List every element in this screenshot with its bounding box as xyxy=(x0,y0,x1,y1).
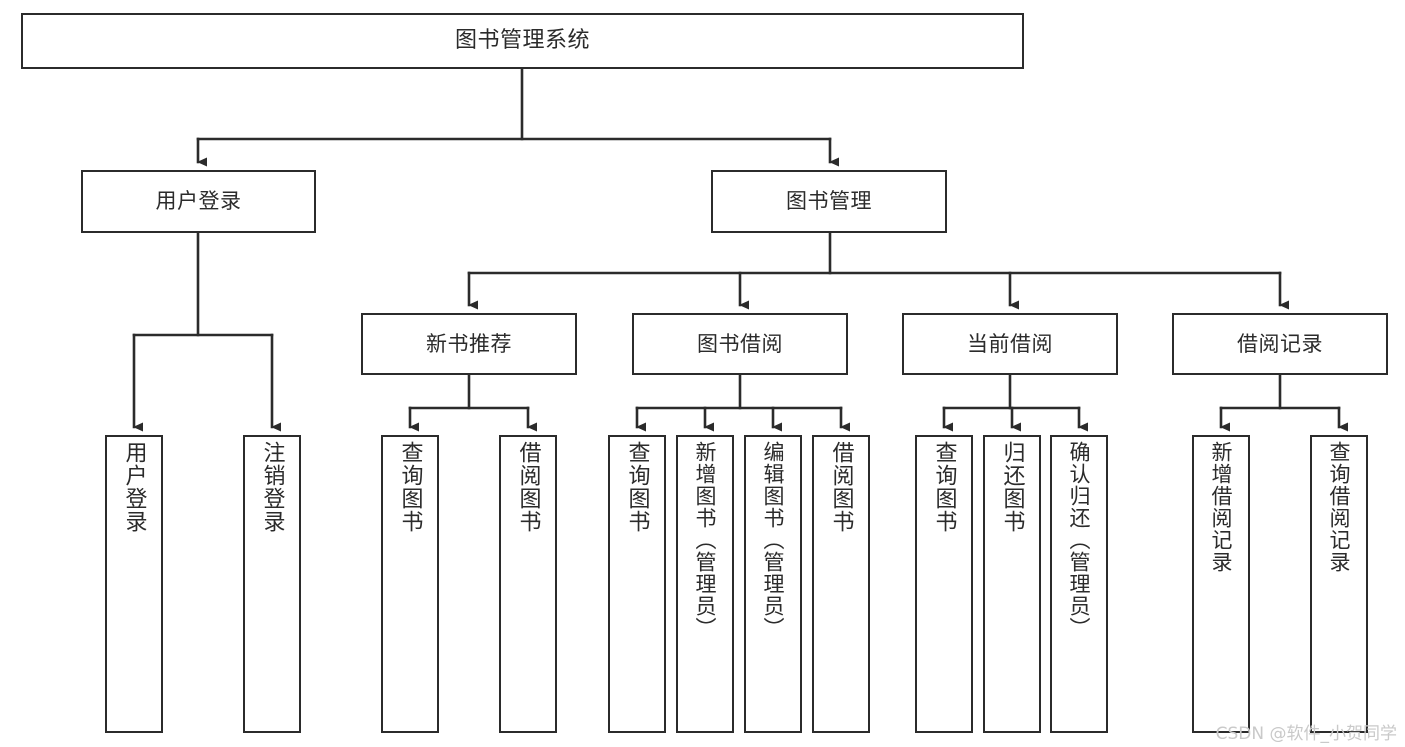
node-leaf-query-book-1-label: 查询图书 xyxy=(397,441,423,533)
node-leaf-query-book-3[interactable]: 查询图书 xyxy=(915,435,973,733)
node-leaf-query-book-1[interactable]: 查询图书 xyxy=(381,435,439,733)
node-leaf-borrow-book-1[interactable]: 借阅图书 xyxy=(499,435,557,733)
node-leaf-add-book-label: 新增图书（管理员） xyxy=(693,441,718,639)
node-leaf-user-login[interactable]: 用户登录 xyxy=(105,435,163,733)
node-leaf-return-book-label: 归还图书 xyxy=(999,441,1025,533)
node-leaf-edit-book[interactable]: 编辑图书（管理员） xyxy=(744,435,802,733)
node-book-borrow-label: 图书借阅 xyxy=(697,331,783,356)
node-leaf-query-book-2[interactable]: 查询图书 xyxy=(608,435,666,733)
node-leaf-return-book[interactable]: 归还图书 xyxy=(983,435,1041,733)
node-root[interactable]: 图书管理系统 xyxy=(21,13,1024,69)
node-leaf-borrow-book-2[interactable]: 借阅图书 xyxy=(812,435,870,733)
node-leaf-query-record-label: 查询借阅记录 xyxy=(1327,441,1352,573)
node-borrow-record[interactable]: 借阅记录 xyxy=(1172,313,1388,375)
node-leaf-add-book[interactable]: 新增图书（管理员） xyxy=(676,435,734,733)
node-leaf-user-logout-label: 注销登录 xyxy=(259,441,285,533)
node-book-borrow[interactable]: 图书借阅 xyxy=(632,313,848,375)
watermark: CSDN @软件_小贺同学 xyxy=(1215,724,1397,744)
node-leaf-confirm-return-label: 确认归还（管理员） xyxy=(1067,441,1092,639)
node-user-login[interactable]: 用户登录 xyxy=(81,170,316,233)
node-leaf-add-record[interactable]: 新增借阅记录 xyxy=(1192,435,1250,733)
node-leaf-user-login-label: 用户登录 xyxy=(121,441,147,533)
node-leaf-query-book-2-label: 查询图书 xyxy=(624,441,650,533)
node-current-borrow[interactable]: 当前借阅 xyxy=(902,313,1118,375)
node-current-borrow-label: 当前借阅 xyxy=(967,331,1053,356)
node-user-login-label: 用户登录 xyxy=(155,189,242,214)
node-book-manage-label: 图书管理 xyxy=(786,189,872,214)
node-leaf-query-record[interactable]: 查询借阅记录 xyxy=(1310,435,1368,733)
node-leaf-confirm-return[interactable]: 确认归还（管理员） xyxy=(1050,435,1108,733)
node-new-book-recommend-label: 新书推荐 xyxy=(426,331,512,356)
node-new-book-recommend[interactable]: 新书推荐 xyxy=(361,313,577,375)
node-leaf-user-logout[interactable]: 注销登录 xyxy=(243,435,301,733)
node-leaf-add-record-label: 新增借阅记录 xyxy=(1209,441,1234,573)
node-borrow-record-label: 借阅记录 xyxy=(1237,331,1323,356)
node-book-manage[interactable]: 图书管理 xyxy=(711,170,947,233)
node-leaf-borrow-book-2-label: 借阅图书 xyxy=(828,441,854,533)
node-leaf-edit-book-label: 编辑图书（管理员） xyxy=(761,441,786,639)
node-leaf-borrow-book-1-label: 借阅图书 xyxy=(515,441,541,533)
node-root-label: 图书管理系统 xyxy=(454,28,590,54)
node-leaf-query-book-3-label: 查询图书 xyxy=(931,441,957,533)
